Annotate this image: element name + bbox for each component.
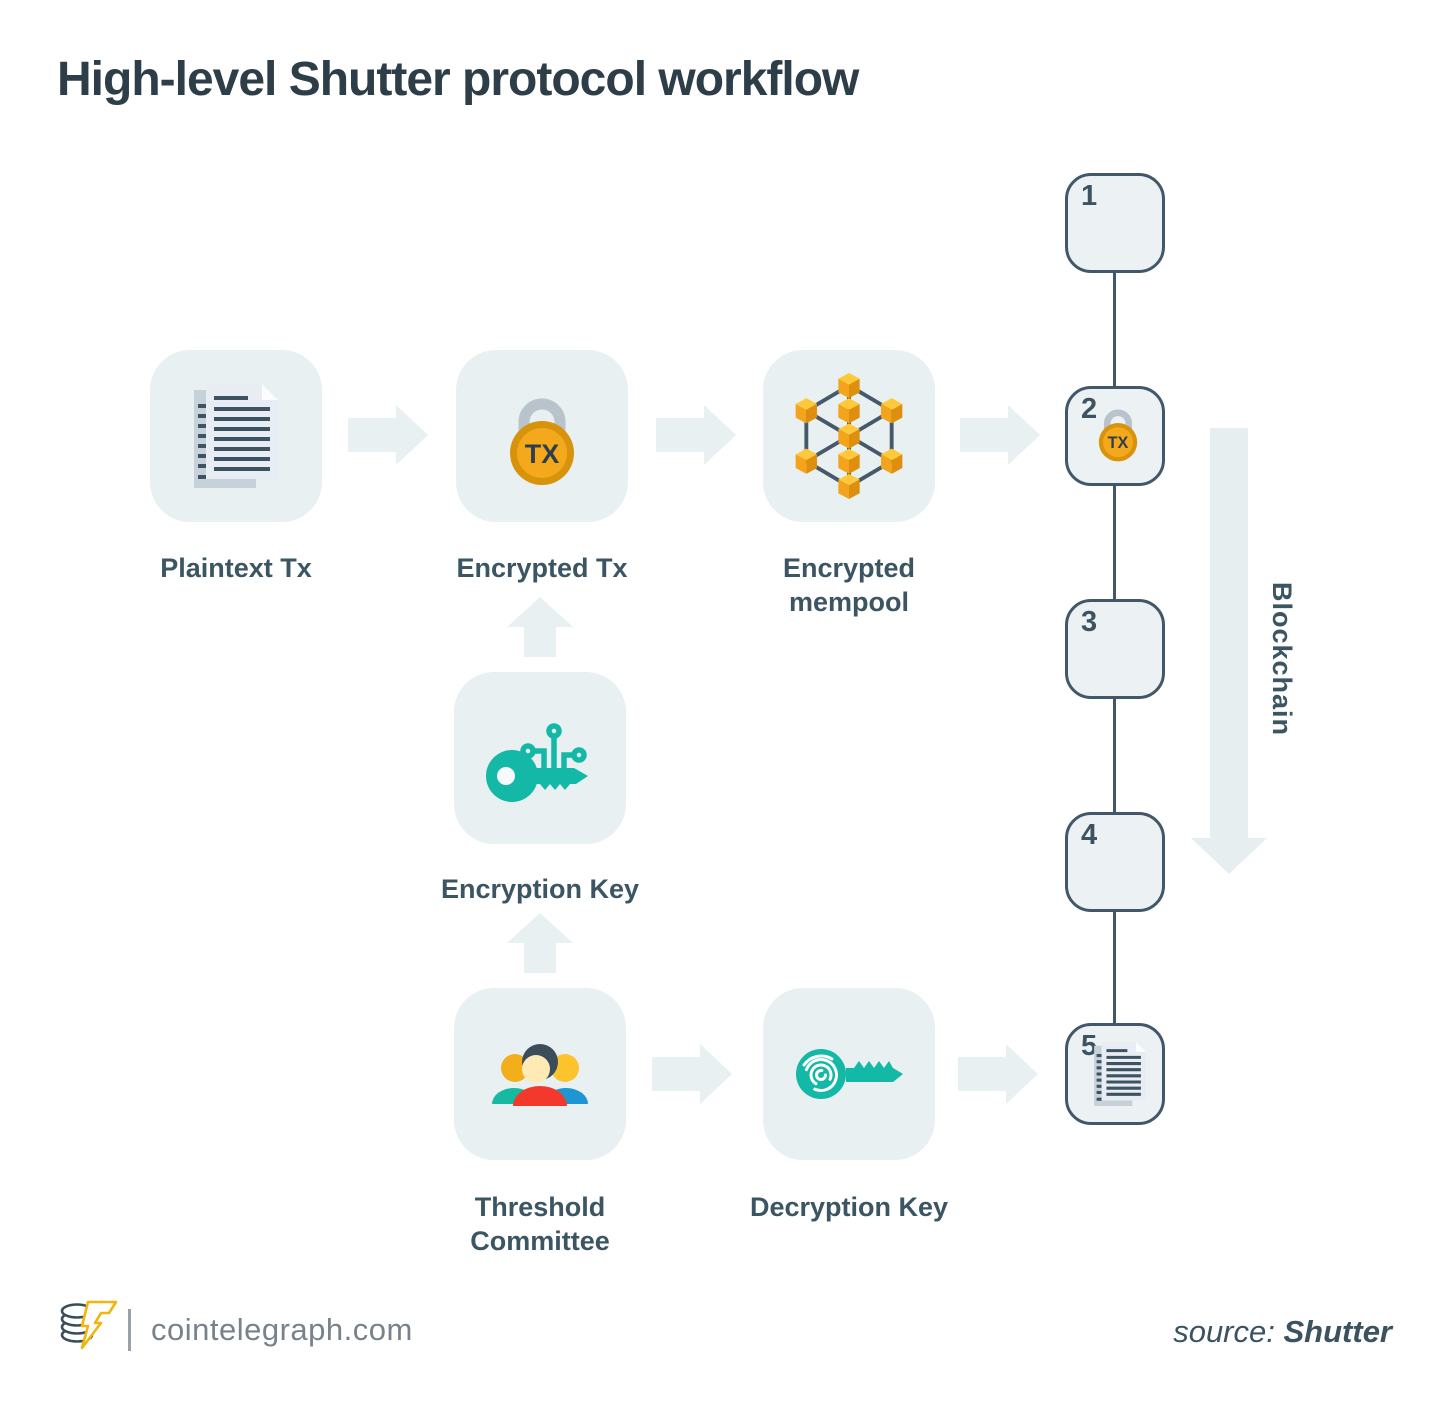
cointelegraph-logo [60, 1300, 118, 1350]
blockchain-flow-arrow-icon [1191, 428, 1267, 874]
blockchain-label: Blockchain [1267, 582, 1297, 737]
chain-link-line [1113, 698, 1116, 814]
block-number: 2 [1081, 393, 1098, 425]
node-decryption-key [763, 988, 935, 1160]
footer-source-prefix: source: [1173, 1314, 1275, 1349]
node-label-plaintext-tx: Plaintext Tx [160, 553, 312, 583]
chain-link-line [1113, 272, 1116, 388]
node-encryption-key [454, 672, 626, 844]
node-plaintext-tx [150, 350, 322, 522]
cube-network-icon [795, 372, 903, 500]
node-label-decryption-key: Decryption Key [749, 1192, 949, 1222]
chain-link-line [1113, 485, 1116, 601]
footer-site-text: cointelegraph.com [151, 1312, 413, 1347]
blockchain-block-3: 3 [1065, 599, 1165, 699]
arrow-right-icon [960, 405, 1040, 465]
node-encrypted-tx: TX [456, 350, 628, 522]
arrow-right-icon [958, 1044, 1038, 1104]
blockchain-block-4: 4 [1065, 812, 1165, 912]
lock-tx-text: TX [1108, 434, 1129, 452]
blockchain-block-5: 5 [1065, 1023, 1165, 1125]
page-title: High-level Shutter protocol workflow [57, 53, 859, 106]
arrow-right-icon [656, 405, 736, 465]
lock-tx-text: TX [525, 439, 560, 469]
arrow-right-icon [652, 1044, 732, 1104]
chain-link-line [1113, 911, 1116, 1025]
documents-icon [194, 384, 278, 488]
circuit-key-icon [486, 723, 588, 802]
documents-icon [1094, 1042, 1146, 1106]
lock-tx-icon: TX [510, 398, 574, 485]
fingerprint-key-icon [796, 1049, 903, 1099]
node-threshold-committee [454, 988, 626, 1160]
block-number: 1 [1081, 180, 1098, 212]
node-label-encrypted-mempool: Encrypted mempool [782, 553, 916, 617]
block-number: 4 [1081, 819, 1098, 851]
lock-tx-icon: TX [1098, 409, 1138, 462]
people-group-icon [492, 1044, 588, 1106]
footer-divider [128, 1309, 131, 1351]
node-label-threshold-committee: Threshold Committee [470, 1192, 610, 1256]
arrow-right-icon [348, 405, 428, 465]
arrow-up-icon [507, 597, 573, 657]
footer-source-name: Shutter [1283, 1314, 1393, 1349]
arrow-up-icon [507, 913, 573, 973]
block-number: 3 [1081, 606, 1098, 638]
node-label-encrypted-tx: Encrypted Tx [456, 553, 628, 583]
node-encrypted-mempool [763, 350, 935, 522]
blockchain-block-1: 1 [1065, 173, 1165, 273]
block-number: 5 [1081, 1030, 1098, 1062]
footer-source: source: Shutter [1173, 1314, 1392, 1350]
blockchain-block-2: 2 TX [1065, 386, 1165, 486]
node-label-encryption-key: Encryption Key [440, 874, 640, 904]
